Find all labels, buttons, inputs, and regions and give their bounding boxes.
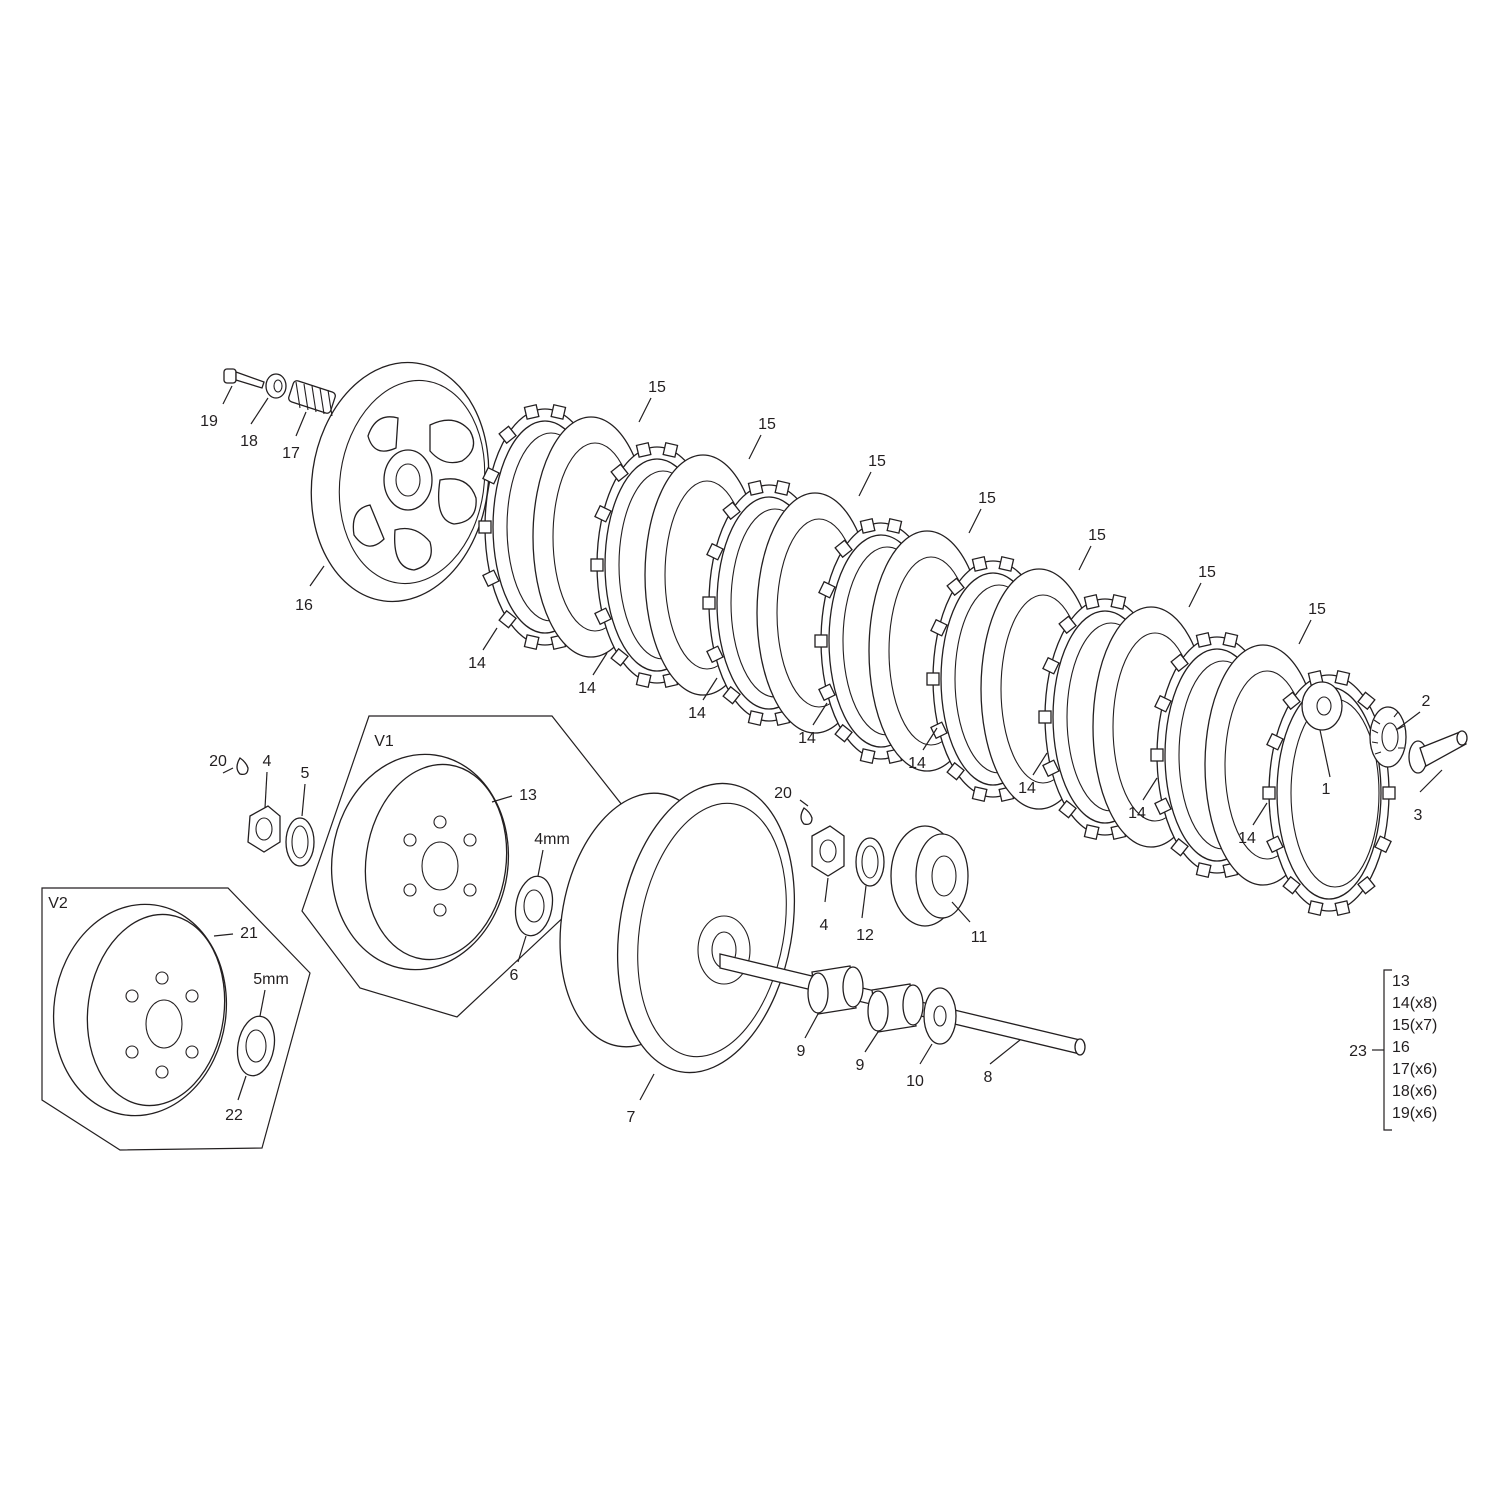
callout-19: 19 <box>200 413 218 430</box>
callout-8: 8 <box>984 1069 993 1086</box>
callout-7: 7 <box>627 1109 636 1126</box>
leader-steel-plate <box>1188 582 1202 608</box>
leader-steel-plate <box>1078 545 1092 571</box>
callout-friction-plate: 14 <box>1128 805 1146 822</box>
callout-friction-plate: 14 <box>1238 830 1256 847</box>
leader-lines <box>213 385 1443 1101</box>
hub-nut-right <box>811 825 845 877</box>
primary-gear <box>890 825 969 927</box>
callout-steel-plate: 15 <box>978 490 996 507</box>
callout-23: 23 <box>1349 1043 1367 1060</box>
callout-20-right: 20 <box>774 785 792 802</box>
callout-1: 1 <box>1322 781 1331 798</box>
callout-steel-plate: 15 <box>1308 601 1326 618</box>
clutch-basket <box>559 782 796 1074</box>
callout-3: 3 <box>1414 807 1423 824</box>
callout-13: 13 <box>519 787 537 804</box>
hub-nut-left <box>247 805 281 853</box>
friction-plate <box>1262 669 1396 917</box>
inset-v2-frame <box>41 887 311 1151</box>
shaft-washer <box>923 987 957 1045</box>
callout-friction-plate: 14 <box>578 680 596 697</box>
needle-bearing-2 <box>867 983 924 1033</box>
clutch-plate-pack: 15 14 15 14 15 14 15 14 15 14 15 14 15 14 14 <box>468 379 1396 917</box>
oil-drop-left <box>236 757 249 776</box>
kit-item-3: 15(x7) <box>1392 1017 1437 1034</box>
callout-10: 10 <box>906 1073 924 1090</box>
callout-11: 11 <box>971 929 988 946</box>
leader-steel-plate <box>858 471 872 497</box>
callout-9-second: 9 <box>856 1057 865 1074</box>
callout-9-first: 9 <box>797 1043 806 1060</box>
kit-bracket <box>1383 969 1392 1131</box>
callout-2: 2 <box>1422 693 1431 710</box>
callout-steel-plate: 15 <box>1088 527 1106 544</box>
callout-17: 17 <box>282 445 300 462</box>
callout-5: 5 <box>301 765 310 782</box>
kit-list: 23 13 14(x8) 15(x7) 16 17(x6) 18(x6) 19(… <box>1349 969 1437 1131</box>
pressure-spring <box>288 380 336 417</box>
callout-4mm: 4mm <box>534 831 570 848</box>
lock-washer-left <box>285 817 315 867</box>
callout-labels: 19 18 17 16 1 2 3 V1 V2 20 4 5 13 4mm 6 … <box>48 413 1430 1126</box>
callout-friction-plate: 14 <box>468 655 486 672</box>
callout-friction-plate: 14 <box>688 705 706 722</box>
leader-friction-plate <box>702 677 718 701</box>
inset-v1-label: V1 <box>374 733 394 750</box>
inner-hub-v1 <box>330 753 510 971</box>
leader-steel-plate <box>1298 619 1312 645</box>
callout-12: 12 <box>856 927 874 944</box>
pushrod-mushroom <box>1408 730 1468 774</box>
kit-item-5: 17(x6) <box>1392 1061 1437 1078</box>
callout-steel-plate: 15 <box>648 379 666 396</box>
spring-bolt <box>223 368 265 389</box>
kit-item-1: 13 <box>1392 973 1410 990</box>
leader-steel-plate <box>638 397 652 423</box>
pressure-plate <box>310 361 490 603</box>
spacer-5mm <box>236 1015 276 1077</box>
callout-steel-plate: 15 <box>1198 564 1216 581</box>
needle-bearing-1 <box>807 965 864 1015</box>
callout-steel-plate: 15 <box>758 416 776 433</box>
leader-friction-plate <box>1252 802 1268 826</box>
callout-friction-plate: 14 <box>798 730 816 747</box>
leader-steel-plate <box>748 434 762 460</box>
callout-16: 16 <box>295 597 313 614</box>
leader-friction-plate <box>1142 777 1158 801</box>
leader-friction-plate <box>922 727 938 751</box>
thrust-washer <box>1301 681 1343 731</box>
leader-steel-plate <box>968 508 982 534</box>
callout-22: 22 <box>225 1107 243 1124</box>
kit-item-4: 16 <box>1392 1039 1410 1056</box>
spring-washer <box>265 373 287 399</box>
callout-5mm: 5mm <box>253 971 289 988</box>
oil-drop-right <box>800 807 813 826</box>
leader-friction-plate <box>592 652 608 676</box>
callout-21: 21 <box>240 925 258 942</box>
callout-friction-plate: 14 <box>1018 780 1036 797</box>
kit-item-7: 19(x6) <box>1392 1105 1437 1122</box>
needle-thrust-bearing <box>1369 706 1407 768</box>
callout-4-left: 4 <box>263 753 272 770</box>
leader-friction-plate <box>482 627 498 651</box>
kit-item-2: 14(x8) <box>1392 995 1437 1012</box>
callout-steel-plate: 15 <box>868 453 886 470</box>
inset-v2-label: V2 <box>48 895 68 912</box>
leader-friction-plate <box>1032 752 1048 776</box>
thrust-washer-right <box>855 837 885 887</box>
callout-18: 18 <box>240 433 258 450</box>
inset-v1-frame <box>301 715 649 1018</box>
inner-hub-v2 <box>52 903 228 1117</box>
callout-4-right: 4 <box>820 917 829 934</box>
leader-friction-plate <box>812 702 828 726</box>
kit-item-6: 18(x6) <box>1392 1083 1437 1100</box>
callout-friction-plate: 14 <box>908 755 926 772</box>
spacer-4mm <box>514 875 554 937</box>
callout-6: 6 <box>510 967 519 984</box>
callout-20-left: 20 <box>209 753 227 770</box>
